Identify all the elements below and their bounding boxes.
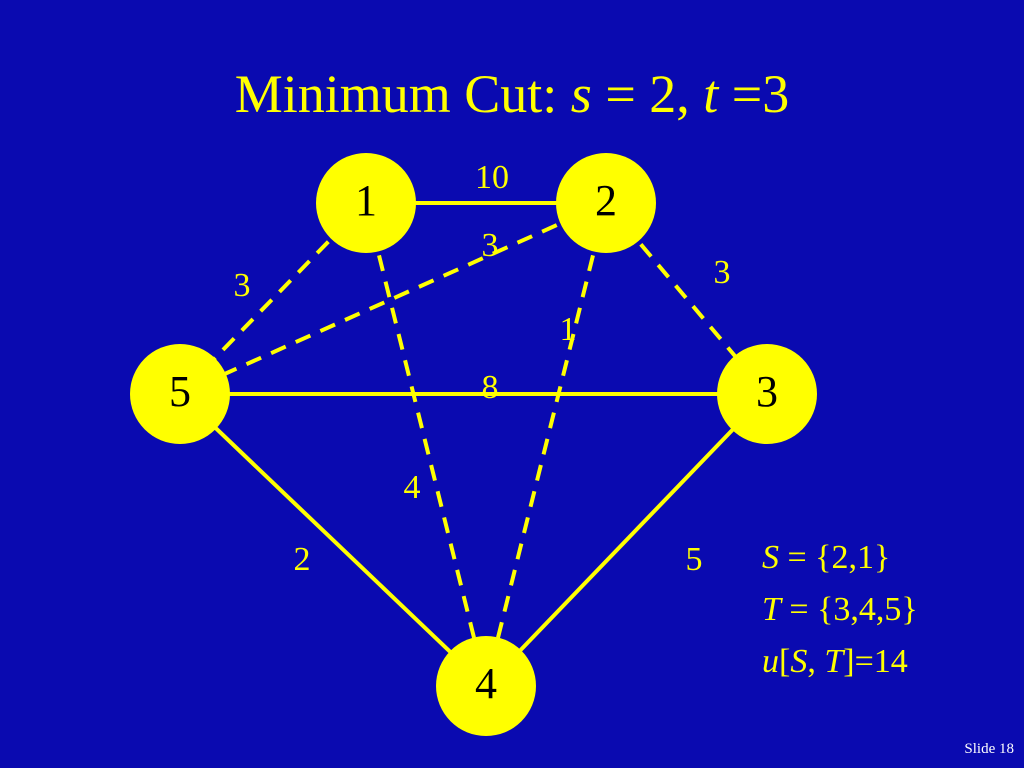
edge-3-4	[484, 392, 769, 688]
cut-u-open: [	[779, 643, 791, 680]
cut-capacity: u[S, T]=14	[762, 636, 918, 688]
edges-layer	[178, 201, 769, 688]
nodes-layer: 1 2 3 4 5	[130, 153, 817, 736]
slide-title: Minimum Cut: s = 2, t =3	[0, 58, 1024, 130]
node-circle-3	[717, 344, 817, 444]
title-prefix: Minimum Cut:	[234, 64, 571, 124]
node-3: 3	[717, 344, 817, 444]
node-2: 2	[556, 153, 656, 253]
cut-s-set: S = {2,1}	[762, 532, 918, 584]
cut-t-value: = {3,4,5}	[780, 591, 918, 628]
cut-s-var: S	[762, 539, 779, 576]
edge-capacity-2-4: 1	[560, 311, 577, 348]
cut-t-var: T	[762, 591, 781, 628]
node-circle-5	[130, 344, 230, 444]
edge-1-4	[364, 202, 488, 687]
edge-capacity-2-3: 3	[714, 254, 731, 291]
edge-5-4	[178, 392, 488, 688]
cut-u-var: u	[762, 643, 779, 680]
slide-number: Slide 18	[964, 741, 1014, 757]
node-5: 5	[130, 344, 230, 444]
node-label-5: 5	[169, 367, 191, 416]
cut-s-value: = {2,1}	[779, 539, 891, 576]
edge-capacity-1-2: 10	[475, 159, 509, 196]
edge-capacity-3-4: 5	[686, 541, 703, 578]
edge-2-5	[179, 201, 607, 396]
node-label-2: 2	[595, 176, 617, 225]
node-label-3: 3	[756, 367, 778, 416]
edge-capacity-1-4: 4	[404, 469, 421, 506]
node-circle-1	[316, 153, 416, 253]
cut-u-comma: ,	[807, 643, 825, 680]
edge-capacity-5-4: 2	[294, 541, 311, 578]
title-t-value: =3	[718, 64, 790, 124]
edge-capacity-5-3: 8	[482, 369, 499, 406]
node-circle-4	[436, 636, 536, 736]
node-circle-2	[556, 153, 656, 253]
edge-capacity-2-5: 3	[482, 227, 499, 264]
title-s-var: s	[570, 64, 592, 124]
cut-u-value: ]=14	[843, 643, 908, 680]
node-4: 4	[436, 636, 536, 736]
cut-u-t: T	[824, 643, 844, 680]
cut-u-s: S	[790, 643, 808, 680]
title-s-value: = 2,	[591, 64, 704, 124]
node-label-4: 4	[475, 659, 497, 708]
cut-t-set: T = {3,4,5}	[762, 584, 918, 636]
edge-capacity-1-5: 3	[234, 267, 251, 304]
title-t-var: t	[703, 64, 719, 124]
edge-labels-layer: 10 3 3 3 1 8 4 2 5	[234, 159, 731, 578]
cut-summary: S = {2,1} T = {3,4,5} u[S, T]=14	[762, 532, 918, 688]
edge-2-4	[484, 202, 608, 687]
node-label-1: 1	[355, 176, 377, 225]
node-1: 1	[316, 153, 416, 253]
